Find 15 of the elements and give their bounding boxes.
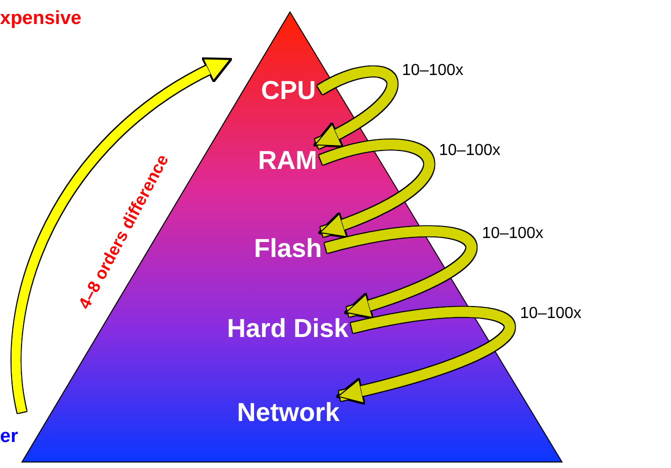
edge-label: 10–100x (439, 142, 500, 160)
level-label: Network (233, 396, 344, 428)
edge-label: 10–100x (482, 225, 544, 243)
level-label: CPU (257, 74, 320, 106)
curved-arrow (314, 66, 398, 148)
side-label: er (0, 426, 18, 448)
curved-arrow (319, 140, 434, 237)
curved-arrow (338, 306, 514, 403)
side-label: xpensive (0, 8, 82, 30)
level-label: Flash (250, 232, 326, 264)
edge-label: 10–100x (520, 305, 582, 323)
edge-label: 10–100x (402, 62, 464, 80)
curved-arrow (324, 226, 476, 318)
level-label: RAM (254, 144, 322, 176)
level-label: Hard Disk (223, 312, 352, 344)
